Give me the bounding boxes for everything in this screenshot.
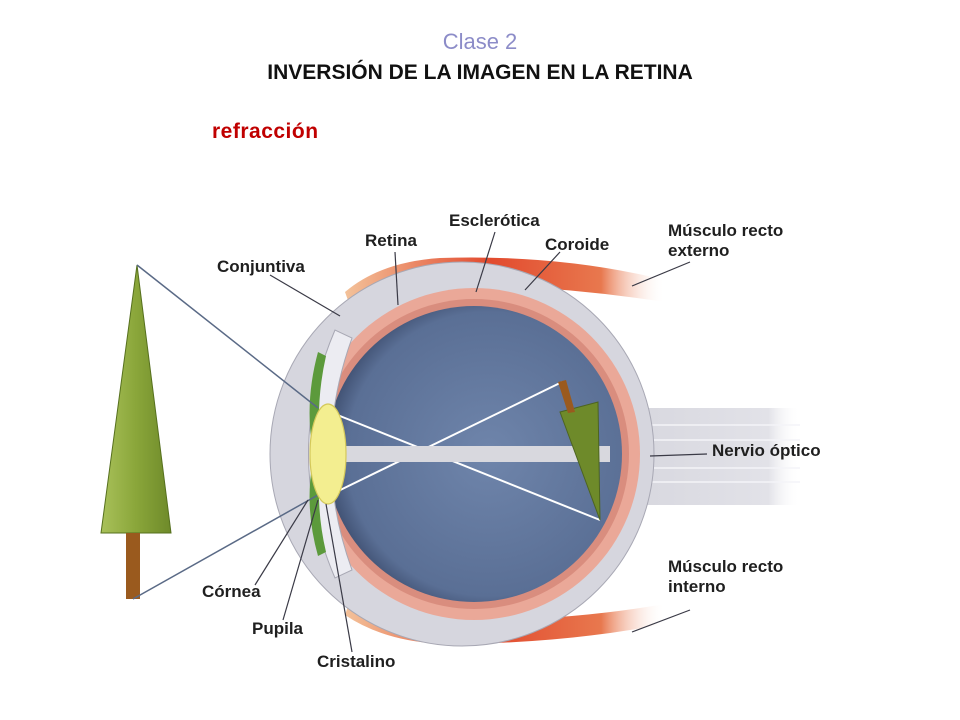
label-esclerotica: Esclerótica — [449, 211, 540, 230]
label-musculo-interno-2: interno — [668, 577, 726, 596]
label-cristalino: Cristalino — [317, 652, 395, 671]
label-pupila: Pupila — [252, 619, 304, 638]
page-title: INVERSIÓN DE LA IMAGEN EN LA RETINA — [267, 61, 693, 84]
tree-object — [100, 264, 172, 599]
pointer-lines — [254, 231, 708, 653]
keyword-refraccion: refracción — [212, 120, 319, 143]
label-cornea: Córnea — [202, 582, 261, 601]
label-retina: Retina — [365, 231, 418, 250]
inverted-tree-image — [558, 380, 601, 521]
lesson-subtitle: Clase 2 — [442, 29, 518, 54]
iris — [309, 352, 326, 556]
label-nervio-optico: Nervio óptico — [712, 441, 821, 460]
label-musculo-interno-1: Músculo recto — [668, 557, 783, 576]
cristalino-lens — [309, 403, 347, 505]
label-musculo-externo-1: Músculo recto — [668, 221, 783, 240]
label-musculo-externo-2: externo — [668, 241, 729, 260]
label-conjuntiva: Conjuntiva — [217, 257, 305, 276]
light-rays — [132, 264, 610, 600]
label-coroide: Coroide — [545, 235, 609, 254]
